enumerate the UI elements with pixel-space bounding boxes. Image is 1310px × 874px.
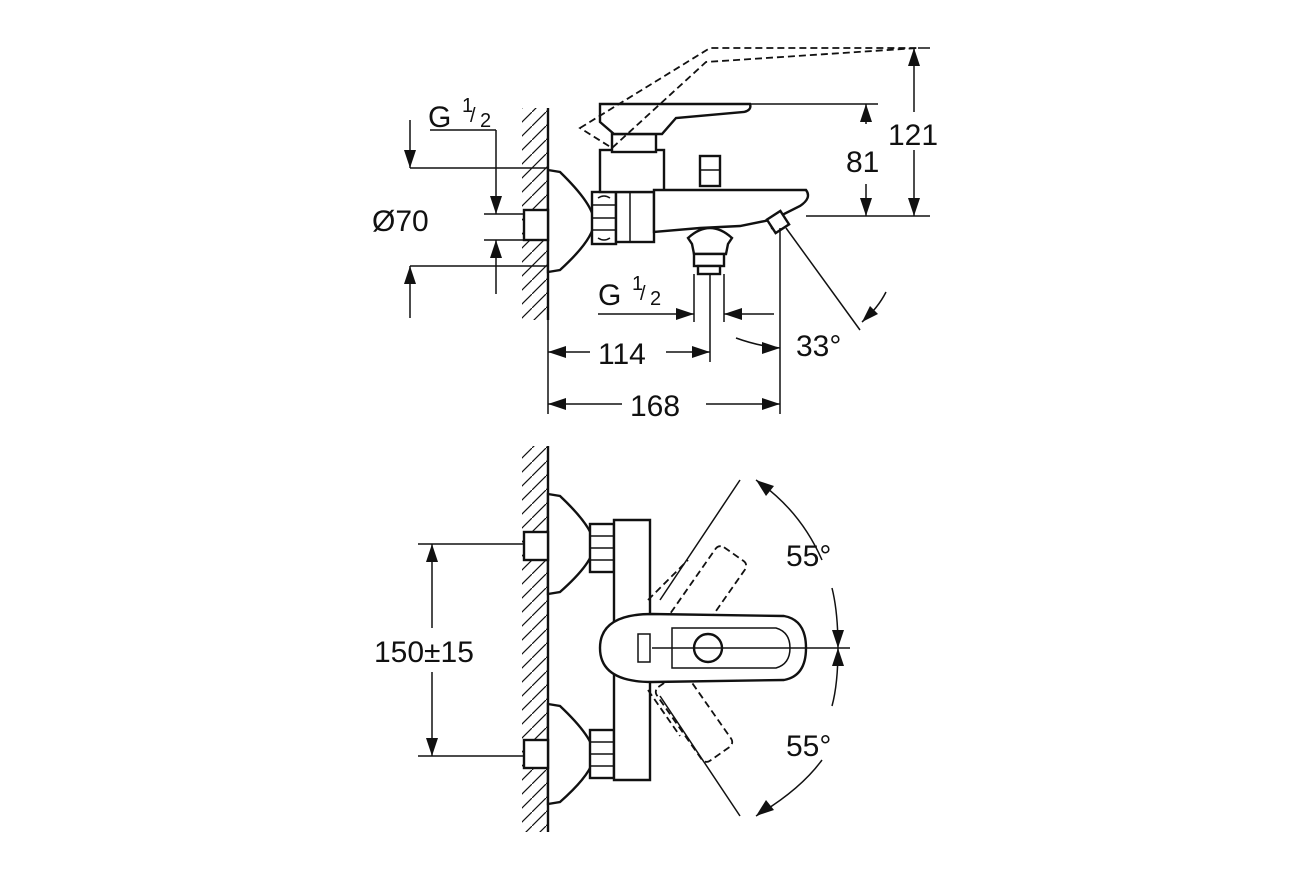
g-num-top: 1 — [462, 95, 473, 117]
wall-top — [522, 446, 550, 832]
g-letter-bottom: G — [598, 279, 621, 312]
svg-text:/: / — [470, 105, 476, 127]
d81-label: 81 — [846, 146, 879, 179]
d114-label: 114 — [598, 338, 646, 371]
side-view: Ø70 G 1 / 2 G 1 / 2 — [372, 47, 938, 423]
angle-lower-label: 55° — [786, 730, 831, 763]
hex-nut-side — [590, 190, 618, 246]
g-den-bottom: 2 — [650, 288, 661, 310]
dim-121: 121 — [888, 48, 938, 216]
escutcheon-top-upper — [546, 492, 596, 596]
mixer-body-side — [614, 190, 656, 244]
hex-nut-top-upper — [588, 522, 616, 574]
dim-81: 81 — [846, 104, 879, 216]
dim-g-half-bottom: G 1 / 2 — [598, 273, 774, 320]
cartridge-housing — [598, 148, 666, 194]
g-num-bottom: 1 — [632, 273, 643, 295]
dim-angle-55-lower: 55° — [755, 647, 844, 817]
hose-outlet-side — [686, 226, 734, 256]
wall-connector-side — [522, 208, 550, 242]
g-letter-top: G — [428, 101, 451, 134]
g-den-top: 2 — [480, 110, 491, 132]
lever-raised-outline — [578, 47, 919, 150]
svg-text:/: / — [640, 283, 646, 305]
escutcheon-top-lower — [546, 702, 596, 806]
dim-angle-55-upper: 55° — [755, 479, 844, 649]
dim-114: 114 — [548, 338, 710, 371]
dim-150: 150±15 — [374, 543, 524, 757]
top-view: 150±15 55° 55° — [374, 446, 850, 832]
lever-side — [598, 102, 752, 136]
d121-label: 121 — [888, 119, 938, 152]
angle-upper-label: 55° — [786, 540, 831, 573]
lever-rotated-lower — [647, 671, 734, 763]
spout-side — [652, 188, 810, 234]
d168-label: 168 — [630, 390, 680, 423]
diameter-label: Ø70 — [372, 205, 429, 238]
diverter-knob — [698, 154, 722, 188]
dim-diameter: Ø70 — [372, 120, 429, 318]
angle-33-label: 33° — [796, 330, 841, 363]
spacing-label: 150±15 — [374, 636, 474, 669]
dim-angle-33: 33° — [735, 291, 887, 363]
hex-nut-top-lower — [588, 728, 616, 780]
dim-168: 168 — [548, 390, 780, 423]
dim-g-half-top: G 1 / 2 — [428, 95, 502, 294]
escutcheon-side — [546, 168, 596, 274]
